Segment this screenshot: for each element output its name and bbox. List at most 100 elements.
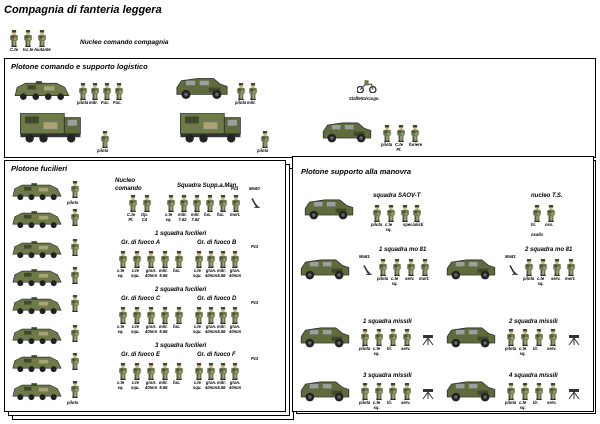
- role-label: c.te sq.: [537, 276, 545, 286]
- soldier-icon: [38, 30, 46, 47]
- soldier-icon: [195, 363, 203, 380]
- role-label: pilota: [505, 400, 517, 405]
- role-label: c.te squ.: [131, 324, 140, 334]
- role-label: serv.: [551, 276, 561, 281]
- missile-launcher-icon: [568, 335, 580, 346]
- role-label: mort.: [419, 276, 430, 281]
- soldier-icon: [207, 307, 215, 324]
- missile-launcher-icon: [568, 389, 580, 400]
- role-label: pilota: [67, 400, 79, 405]
- mortar-icon: [363, 264, 373, 276]
- platoon-rifle-title: Plotone fucilieri: [11, 164, 68, 173]
- soldier-icon: [549, 329, 557, 346]
- squad-title: 1 squadra mo 81: [379, 247, 427, 253]
- role-label: mitr. 5.56: [217, 380, 226, 390]
- soldier-icon: [549, 383, 557, 400]
- role-label: serv.: [401, 346, 411, 351]
- soldier-icon: [407, 259, 415, 276]
- role-label: Mo60: [249, 186, 260, 191]
- role-label: c.te sq.: [385, 222, 393, 232]
- soldier-icon: [507, 329, 515, 346]
- role-label: c.te sq.: [373, 400, 381, 410]
- role-label: c.te sq.: [519, 400, 527, 410]
- soldier-icon: [219, 363, 227, 380]
- squad-title: 2 squadra fucilieri: [155, 287, 207, 293]
- soldier-icon: [413, 205, 421, 222]
- lmv-vehicle-icon: [446, 381, 496, 402]
- soldier-icon: [373, 205, 381, 222]
- squad-title: 3 squadra missili: [363, 373, 412, 379]
- soldier-icon: [231, 307, 239, 324]
- role-label: mitr. 7.62: [178, 212, 187, 222]
- role-label: mitr.: [247, 100, 256, 105]
- soldier-icon: [383, 125, 391, 142]
- soldier-icon: [193, 195, 201, 212]
- soldier-icon: [195, 251, 203, 268]
- role-label: mitr. 5.56: [217, 268, 226, 278]
- role-label: fuc.: [204, 212, 212, 217]
- role-label: pilota: [505, 346, 517, 351]
- soldier-icon: [547, 205, 555, 222]
- role-label: pilota: [371, 222, 383, 227]
- soldier-icon: [129, 195, 137, 212]
- lmv-vehicle-icon: [446, 327, 496, 348]
- platoon-support-title: Plotone supporto alla manovra: [301, 167, 412, 176]
- soldier-icon: [507, 383, 515, 400]
- soldier-icon: [71, 381, 79, 398]
- squad-title: 4 squadra missili: [509, 373, 558, 379]
- soldier-icon: [387, 205, 395, 222]
- soldier-icon: [389, 329, 397, 346]
- soldier-icon: [71, 239, 79, 256]
- role-label: C.te Pl.: [395, 142, 403, 152]
- role-label: pilota: [377, 276, 389, 281]
- role-label: tir.: [387, 400, 393, 405]
- apc-vehicle-icon: [12, 269, 62, 287]
- role-label: c.te sq.: [117, 268, 125, 278]
- soldier-icon: [133, 251, 141, 268]
- apc-vehicle-icon: [12, 183, 62, 201]
- apc-vehicle-icon: [12, 355, 62, 373]
- soldier-icon: [175, 251, 183, 268]
- fire-team-title: Gr. di fuoco F: [197, 352, 236, 358]
- soldier-icon: [119, 307, 127, 324]
- role-label: serv.: [401, 400, 411, 405]
- soldier-icon: [24, 30, 32, 47]
- role-label: gran. 40mm: [145, 380, 158, 390]
- role-label: V.c.te: [22, 47, 34, 52]
- soldier-icon: [375, 329, 383, 346]
- truck-icon: [179, 113, 242, 143]
- truck-icon: [19, 113, 82, 143]
- role-label: c.te squ.: [193, 324, 202, 334]
- squad-title: squadra SAOV-T: [373, 193, 421, 199]
- soldier-icon: [535, 383, 543, 400]
- soldier-icon: [71, 295, 79, 312]
- role-label: gran. 40mm: [229, 324, 242, 334]
- fire-team-title: Gr. di fuoco D: [197, 296, 237, 302]
- role-label: Pz3: [251, 244, 259, 249]
- role-label: c.te sq.: [519, 346, 527, 356]
- soldier-icon: [147, 363, 155, 380]
- soldier-icon: [195, 307, 203, 324]
- company-hq-group: C.te V.c.te Aiutante: [10, 30, 70, 56]
- squad-title: 3 squadra fucilieri: [155, 343, 207, 349]
- soldier-icon: [143, 195, 151, 212]
- soldier-icon: [207, 363, 215, 380]
- platoon-support-panel: Plotone supporto alla manovra squadra SA…: [292, 156, 594, 412]
- role-label: C.te: [10, 47, 18, 52]
- soldier-icon: [147, 251, 155, 268]
- missile-launcher-icon: [422, 389, 434, 400]
- role-label: mitr.: [89, 100, 98, 105]
- soldier-icon: [231, 363, 239, 380]
- soldier-icon: [231, 251, 239, 268]
- support-squad-title: Squadra Supp.a.Man.: [177, 183, 239, 189]
- role-label: c.te sq.: [117, 380, 125, 390]
- role-label: fuc.: [217, 212, 225, 217]
- soldier-icon: [567, 259, 575, 276]
- role-label: Pz3: [231, 186, 239, 191]
- soldier-icon: [147, 307, 155, 324]
- fire-team-title: Gr. di fuoco E: [121, 352, 161, 358]
- role-label: fuc.: [173, 268, 181, 273]
- role-label: mitr. 5.56: [159, 324, 168, 334]
- role-label: pilota: [257, 148, 269, 153]
- motorcycle-icon: [357, 79, 377, 93]
